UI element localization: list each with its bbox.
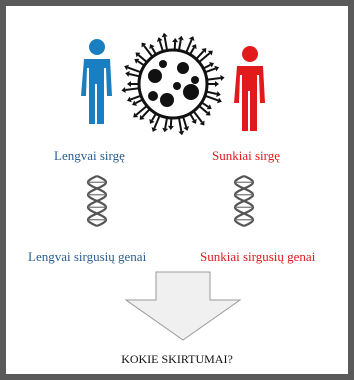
- virus-spike: [204, 67, 216, 74]
- virus-spike: [151, 112, 157, 121]
- virus-spike-tip: [167, 125, 174, 130]
- virus-spike-tip: [162, 127, 169, 133]
- virus-spike: [202, 63, 211, 70]
- virus-spike: [201, 101, 209, 108]
- virus-spike-tip: [220, 75, 225, 82]
- virus-spike-tip: [207, 50, 213, 56]
- label-severe-sick: Sunkiai sirgę: [212, 148, 281, 163]
- virus-spike: [206, 77, 221, 81]
- virus-spike: [204, 94, 219, 102]
- virus-spike: [189, 47, 195, 56]
- virus-spike-tip: [188, 36, 195, 41]
- virus-spike: [195, 50, 205, 60]
- virus-spike-tip: [183, 126, 190, 131]
- virus-spike-tip: [191, 44, 197, 50]
- virus-spike: [135, 98, 144, 105]
- person-icon-mild: [81, 39, 112, 124]
- virus-spike: [137, 54, 148, 63]
- virus-spike-tip: [125, 71, 130, 77]
- virus-spike-tip: [199, 120, 205, 126]
- diagram-graphics: [81, 32, 265, 341]
- virus-spike-tip: [177, 35, 184, 41]
- virus-spike-tip: [124, 64, 129, 71]
- label-severe-genes: Sunkiai sirgusių genai: [200, 249, 316, 264]
- virus-spike: [185, 39, 193, 54]
- dna-icon-severe: [233, 175, 255, 228]
- virus-spike-tip: [215, 81, 219, 87]
- virus-spike-tip: [132, 100, 137, 106]
- virus-spike-tip: [127, 81, 131, 87]
- dna-icon-mild: [86, 175, 108, 228]
- virus-spike-tip: [206, 104, 212, 110]
- virus-spike: [135, 105, 148, 116]
- virus-spike: [163, 36, 169, 51]
- virus-spike: [143, 45, 154, 58]
- virus-spot: [183, 84, 199, 100]
- question-text: KOKIE SKIRTUMAI?: [121, 352, 233, 366]
- virus-spike-tip: [161, 32, 168, 38]
- virus-spike: [189, 112, 195, 121]
- virus-spike: [198, 105, 209, 114]
- down-arrow-icon: [124, 271, 242, 341]
- virus-spike-tip: [217, 97, 222, 104]
- virus-spot: [148, 91, 158, 101]
- virus-spot: [148, 69, 162, 83]
- virus-spike-tip: [156, 37, 163, 42]
- virus-spot: [160, 93, 174, 107]
- virus-spike-tip: [205, 110, 211, 116]
- virus-spike: [177, 39, 182, 51]
- virus-spike-tip: [134, 58, 140, 64]
- virus-spike-tip: [151, 127, 158, 132]
- virus-spike: [182, 116, 188, 128]
- virus-spike-tip: [121, 86, 126, 93]
- virus-spike: [164, 117, 169, 129]
- virus-spike-tip: [178, 130, 185, 136]
- virus-body: [137, 48, 209, 120]
- virus-spike: [128, 73, 141, 78]
- virus-spike: [127, 66, 142, 74]
- virus-spike-tip: [209, 62, 214, 68]
- virus-spot: [159, 60, 167, 68]
- dna-strand: [233, 175, 255, 228]
- virus-spike: [125, 87, 140, 91]
- virus-spike-tip: [172, 38, 179, 43]
- virus-spot: [173, 82, 181, 90]
- virus-spike-tip: [135, 52, 141, 58]
- virus-spike-tip: [216, 91, 221, 97]
- virus-spike-tip: [126, 96, 132, 103]
- virus-spike-tip: [214, 65, 220, 72]
- virus-spike: [205, 90, 218, 95]
- virus-spike-tip: [149, 118, 155, 124]
- virus-spike: [151, 47, 157, 56]
- person-icon-severe: [234, 46, 265, 131]
- virus-spike-tip: [141, 42, 147, 48]
- virus-spike-tip: [133, 112, 139, 118]
- dna-strand: [86, 175, 108, 228]
- virus-spike-tip: [139, 114, 145, 120]
- virus-spike: [192, 110, 203, 123]
- virus-spike: [153, 114, 161, 129]
- label-mild-sick: Lengvai sirgę: [54, 148, 125, 163]
- virus-spike: [198, 52, 211, 63]
- virus-spike-tip: [191, 118, 197, 124]
- virus-icon: [121, 32, 225, 136]
- virus-spike: [137, 60, 145, 67]
- virus-spike: [130, 94, 142, 101]
- label-mild-genes: Lengvai sirgusių genai: [28, 249, 147, 264]
- virus-spike-tip: [149, 44, 155, 50]
- virus-spike: [141, 108, 151, 118]
- virus-spike: [177, 117, 183, 132]
- virus-spike: [158, 40, 164, 52]
- virus-spot: [177, 62, 189, 74]
- virus-spike-tip: [201, 48, 207, 54]
- virus-spot: [191, 76, 199, 84]
